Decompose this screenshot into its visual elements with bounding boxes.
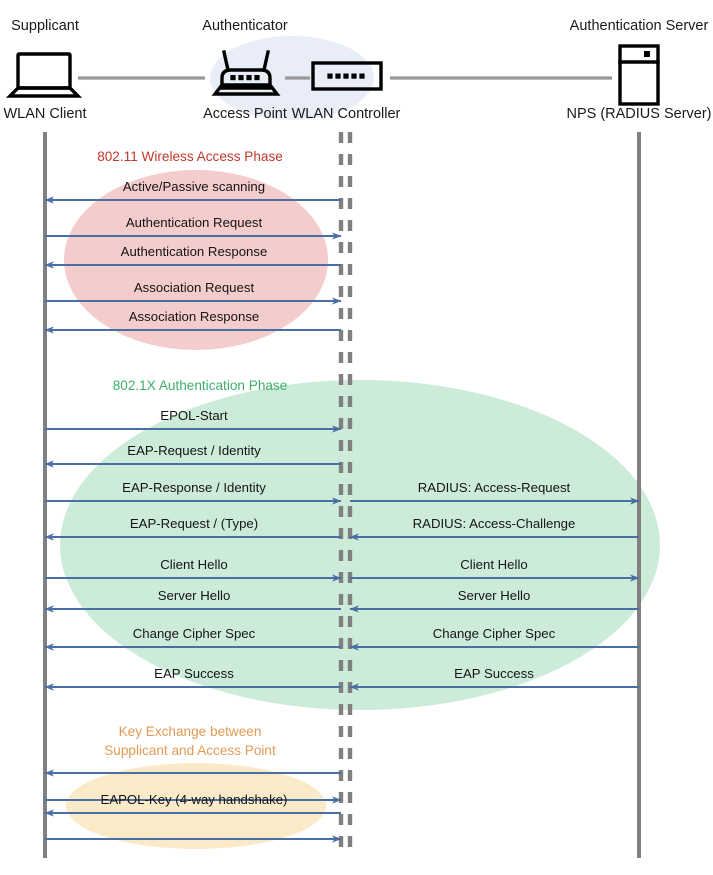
phase-ellipse-wireless-access — [64, 170, 328, 350]
message-label-left-7: EAP-Response / Identity — [122, 480, 266, 495]
message-label-left-1: Authentication Request — [125, 215, 263, 230]
ap-led-0 — [230, 75, 236, 81]
message-label-right-0: RADIUS: Access-Request — [417, 480, 571, 495]
ap-body — [220, 68, 272, 90]
server-led — [644, 51, 650, 57]
laptop-base — [5, 86, 83, 98]
ap-led-3 — [254, 75, 260, 81]
wlc-led-3 — [351, 73, 357, 79]
ap-antenna-right — [261, 49, 271, 73]
server-icon — [618, 44, 660, 106]
role-title-supplicant: Supplicant — [11, 18, 79, 34]
message-label-left-15: EAPOL-Key (4-way handshake) — [100, 792, 288, 807]
message-label-right-3: Server Hello — [457, 588, 531, 603]
message-label-left-3: Association Request — [133, 280, 255, 295]
wlan-controller-icon — [311, 61, 383, 91]
message-label-left-6: EAP-Request / Identity — [127, 443, 261, 458]
wlc-body — [311, 61, 383, 91]
role-subtitle-auth_server: NPS (RADIUS Server) — [566, 106, 712, 122]
wlc-led-4 — [359, 73, 365, 79]
phase-label-wireless-access: 802.11 Wireless Access Phase — [97, 149, 283, 164]
laptop-screen — [16, 52, 72, 90]
message-label-left-10: Server Hello — [157, 588, 231, 603]
message-label-left-9: Client Hello — [160, 557, 228, 572]
phase-label-line2: Supplicant and Access Point — [104, 742, 276, 758]
phase-label-line1: Key Exchange between — [118, 724, 262, 739]
phase-ellipse-key-exchange — [66, 763, 326, 849]
message-label-left-8: EAP-Request / (Type) — [129, 516, 259, 531]
message-label-left-12: EAP Success — [154, 666, 234, 681]
phase-ellipse-dot1x-auth — [60, 380, 660, 710]
role-title-authenticator_ap: Authenticator — [202, 18, 288, 34]
wlc-led-2 — [343, 73, 349, 79]
wlc-led-0 — [327, 73, 333, 79]
message-label-right-4: Change Cipher Spec — [432, 626, 556, 641]
ap-antenna-left — [221, 49, 231, 73]
wlc-led-1 — [335, 73, 341, 79]
phase-label-dot1x-auth: 802.1X Authentication Phase — [112, 378, 288, 393]
role-title-auth_server: Authentication Server — [569, 18, 709, 34]
role-subtitle-supplicant: WLAN Client — [3, 106, 87, 122]
message-label-left-5: EPOL-Start — [160, 408, 228, 423]
message-label-right-2: Client Hello — [460, 557, 528, 572]
ap-led-1 — [238, 75, 244, 81]
ap-led-2 — [246, 75, 252, 81]
ap-base — [211, 83, 281, 96]
access-point-icon — [211, 49, 281, 96]
role-subtitle-authenticator_ap: Access Point — [203, 106, 287, 122]
message-label-left-4: Association Response — [128, 309, 260, 324]
role-subtitle-authenticator_wlc: WLAN Controller — [291, 106, 401, 122]
message-label-left-11: Change Cipher Spec — [132, 626, 256, 641]
message-label-left-2: Authentication Response — [120, 244, 268, 259]
message-label-right-5: EAP Success — [454, 666, 534, 681]
message-label-right-1: RADIUS: Access-Challenge — [412, 516, 576, 531]
server-chassis — [618, 44, 660, 106]
laptop-icon — [5, 52, 83, 98]
message-label-left-0: Active/Passive scanning — [122, 179, 266, 194]
